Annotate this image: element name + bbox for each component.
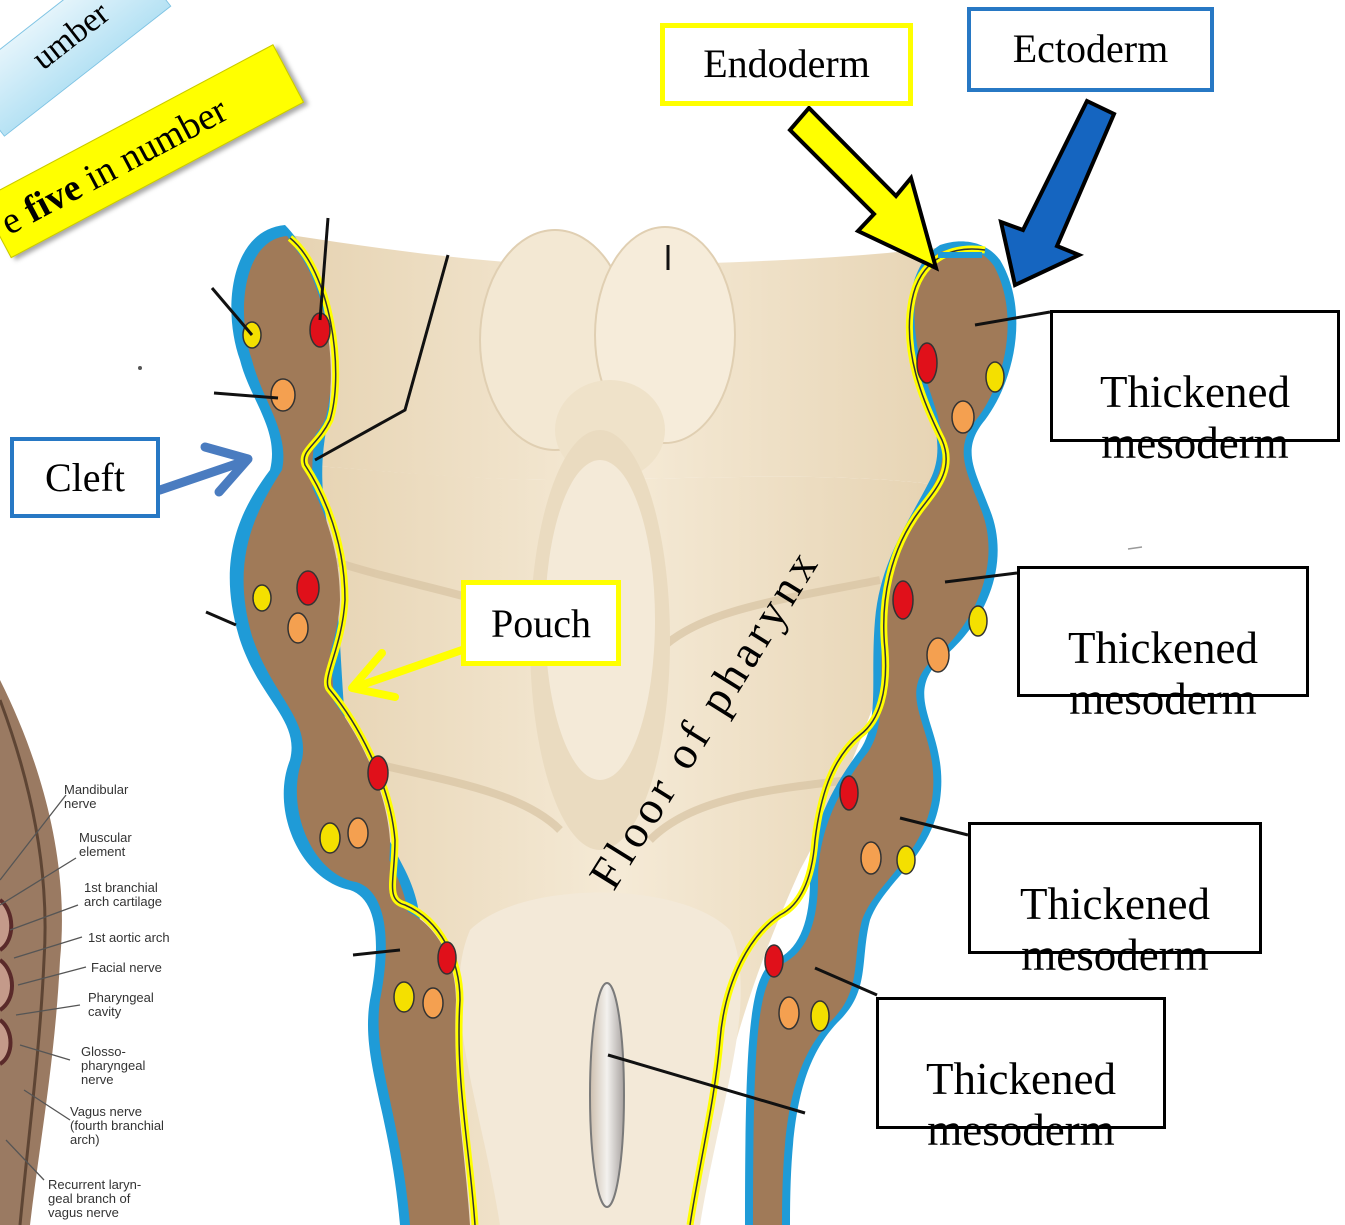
endoderm-arrow — [790, 108, 936, 268]
fig-label-1st-aortic-arch: 1st aortic arch — [88, 931, 170, 945]
fig-label-recurrent-laryngeal: Recurrent laryn- geal branch of vagus ne… — [48, 1178, 141, 1220]
endoderm-label: Endoderm — [703, 41, 870, 86]
fig-label-pharyngeal-cavity: Pharyngeal cavity — [88, 991, 154, 1019]
cleft-label: Cleft — [45, 455, 125, 500]
thickened-mesoderm-box-3: Thickened mesoderm — [968, 822, 1262, 954]
fig-label-vagus-nerve: Vagus nerve (fourth branchial arch) — [70, 1105, 164, 1147]
thickened-mesoderm-label-1: Thickened mesoderm — [1100, 367, 1290, 467]
cleft-arrow — [160, 447, 248, 492]
fig-label-muscular-element: Muscular element — [79, 831, 132, 859]
ectoderm-arrow — [1001, 101, 1114, 285]
pouch-label: Pouch — [491, 601, 591, 646]
fig-label-1st-branchial-arch-cartilage: 1st branchial arch cartilage — [84, 881, 162, 909]
thickened-mesoderm-label-3: Thickened mesoderm — [1020, 879, 1210, 979]
fig-label-mandibular-nerve: Mandibular nerve — [64, 783, 128, 811]
thickened-mesoderm-box-1: Thickened mesoderm — [1050, 310, 1340, 442]
ectoderm-label: Ectoderm — [1013, 26, 1169, 71]
ectoderm-label-box: Ectoderm — [967, 7, 1214, 92]
thickened-mesoderm-box-4: Thickened mesoderm — [876, 997, 1166, 1129]
pouch-label-box: Pouch — [461, 580, 621, 666]
thickened-mesoderm-box-2: Thickened mesoderm — [1017, 566, 1309, 697]
fig-label-glossopharyngeal-nerve: Glosso- pharyngeal nerve — [81, 1045, 145, 1087]
thickened-mesoderm-label-4: Thickened mesoderm — [926, 1054, 1116, 1154]
thickened-mesoderm-label-2: Thickened mesoderm — [1068, 623, 1258, 723]
fig-label-facial-nerve: Facial nerve — [91, 961, 162, 975]
endoderm-label-box: Endoderm — [660, 23, 913, 106]
cleft-label-box: Cleft — [10, 437, 160, 518]
